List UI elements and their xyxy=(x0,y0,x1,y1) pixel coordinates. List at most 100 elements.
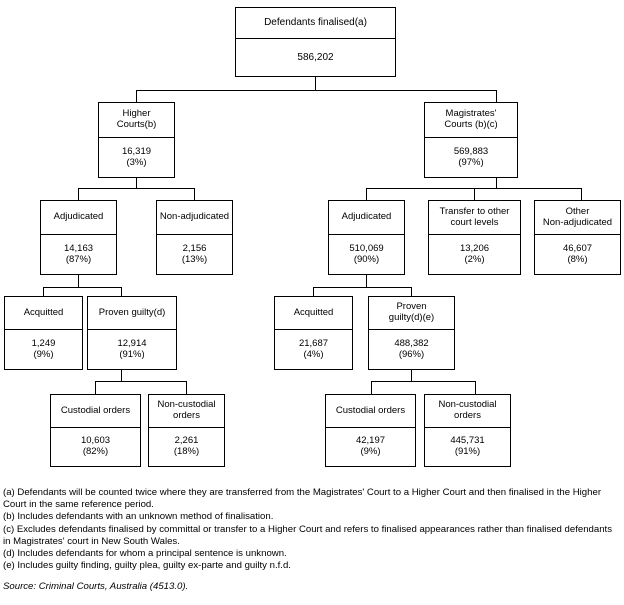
node-percent: (91%) xyxy=(454,446,481,457)
node-title: Proven guilty(d) xyxy=(88,297,176,330)
node-label-line1: Higher xyxy=(122,108,151,120)
node-label-line1: Proven xyxy=(396,301,427,313)
connector-root-down xyxy=(315,77,316,91)
node-percent: (13%) xyxy=(181,253,208,265)
node-value: 12,914 (91%) xyxy=(88,330,176,369)
node-percent: (2%) xyxy=(464,253,485,265)
connector-to-mc-custodial xyxy=(371,381,372,394)
connector-to-mc-other-non-adjudicated xyxy=(581,188,582,200)
footnote-d: (d) Includes defendants for whom a princ… xyxy=(3,547,287,559)
node-label-line2: Courts(b) xyxy=(116,119,157,130)
node-higher-courts: Higher Courts(b) 16,319 (3%) xyxy=(98,102,175,178)
node-mc-proven-guilty: Proven guilty(d)(e) 488,382 (96%) xyxy=(368,296,455,370)
node-count: 488,382 xyxy=(394,337,429,349)
node-title: Transfer to other court levels xyxy=(429,201,520,235)
connector-to-hc-custodial xyxy=(95,381,96,394)
node-value: 488,382 (96%) xyxy=(369,330,454,369)
node-title: Defendants finalised(a) xyxy=(236,8,395,39)
node-value: 13,206 (2%) xyxy=(429,235,520,274)
node-title: Custodial orders xyxy=(326,395,415,428)
node-hc-non-adjudicated: Non-adjudicated 2,156 (13%) xyxy=(156,200,233,275)
node-count: 14,163 xyxy=(63,242,94,254)
connector-higher-level3-bar xyxy=(78,188,195,189)
node-title: Proven guilty(d)(e) xyxy=(369,297,454,330)
node-mc-acquitted: Acquitted 21,687 (4%) xyxy=(274,296,353,370)
node-label: Acquitted xyxy=(293,306,334,318)
node-count: 21,687 xyxy=(298,337,329,349)
node-label: Proven guilty(d) xyxy=(98,306,166,318)
node-title: Other Non-adjudicated xyxy=(535,201,620,235)
node-percent: (9%) xyxy=(33,348,54,360)
connector-mc-level5-bar xyxy=(371,381,476,382)
node-label-line2: orders xyxy=(454,410,481,421)
node-count: 42,197 xyxy=(355,435,386,447)
node-mc-custodial-orders: Custodial orders 42,197 (9%) xyxy=(325,394,416,467)
node-label-line1: Magistrates' xyxy=(445,108,497,120)
node-label-line1: Non-custodial xyxy=(157,399,216,411)
node-count: 445,731 xyxy=(450,435,485,447)
connector-mc-proven-guilty-down xyxy=(411,370,412,382)
node-count: 510,069 xyxy=(349,242,384,254)
node-label: Adjudicated xyxy=(341,211,392,223)
node-mc-non-custodial-orders: Non-custodial orders 445,731 (91%) xyxy=(424,394,511,467)
source-note: Source: Criminal Courts, Australia (4513… xyxy=(3,581,189,592)
node-title: Non-custodial orders xyxy=(425,395,510,428)
node-value: 14,163 (87%) xyxy=(41,235,116,274)
node-count: 2,156 xyxy=(182,242,207,254)
node-count: 13,206 xyxy=(459,242,490,254)
connector-to-magistrates-courts xyxy=(496,90,497,102)
node-count: 16,319 xyxy=(121,145,152,157)
footnotes: (a) Defendants will be counted twice whe… xyxy=(3,487,621,572)
node-percent: (4%) xyxy=(303,348,324,360)
node-value: 1,249 (9%) xyxy=(5,330,82,369)
node-label-line1: Transfer to other xyxy=(439,205,510,217)
node-title: Non-custodial orders xyxy=(149,395,224,428)
node-percent: (82%) xyxy=(82,446,109,457)
node-value: 510,069 (90%) xyxy=(329,235,404,274)
node-title: Adjudicated xyxy=(41,201,116,235)
node-label-line2: guilty(d)(e) xyxy=(388,312,435,323)
node-percent: (8%) xyxy=(567,253,588,265)
connector-to-hc-non-adjudicated xyxy=(194,188,195,200)
node-percent: (97%) xyxy=(458,156,484,168)
connector-to-mc-acquitted xyxy=(313,287,314,296)
node-hc-acquitted: Acquitted 1,249 (9%) xyxy=(4,296,83,370)
node-label-line1: Other xyxy=(565,205,590,217)
connector-mc-adjudicated-down xyxy=(366,275,367,288)
node-title: Magistrates' Courts (b)(c) xyxy=(425,103,517,138)
connector-to-hc-adjudicated xyxy=(78,188,79,200)
connector-level2-bar xyxy=(136,90,497,91)
node-hc-custodial-orders: Custodial orders 10,603 (82%) xyxy=(50,394,141,467)
connector-hc-level4-bar xyxy=(43,287,122,288)
node-value: 42,197 (9%) xyxy=(326,428,415,466)
connector-magistrates-courts-down xyxy=(496,178,497,189)
node-count: 10,603 xyxy=(80,435,111,447)
node-title: Adjudicated xyxy=(329,201,404,235)
node-value: 569,883 (97%) xyxy=(425,138,517,177)
node-magistrates-courts: Magistrates' Courts (b)(c) 569,883 (97%) xyxy=(424,102,518,178)
node-hc-adjudicated: Adjudicated 14,163 (87%) xyxy=(40,200,117,275)
node-count: 12,914 xyxy=(117,337,147,349)
node-label-line1: Non-custodial xyxy=(438,399,497,411)
node-label: Custodial orders xyxy=(60,404,131,416)
connector-hc-proven-guilty-down xyxy=(121,370,122,382)
connector-to-hc-proven-guilty xyxy=(121,287,122,296)
connector-to-mc-adjudicated xyxy=(366,188,367,200)
node-percent: (96%) xyxy=(398,348,425,360)
node-count: 586,202 xyxy=(297,51,334,63)
node-value: 10,603 (82%) xyxy=(51,428,140,466)
node-value: 586,202 xyxy=(236,39,395,76)
footnote-a: (a) Defendants will be counted twice whe… xyxy=(3,487,602,511)
connector-to-hc-acquitted xyxy=(43,287,44,296)
node-label: Adjudicated xyxy=(53,211,104,223)
node-percent: (91%) xyxy=(119,348,145,360)
node-title: Higher Courts(b) xyxy=(99,103,174,138)
node-title: Acquitted xyxy=(275,297,352,330)
connector-to-higher-courts xyxy=(136,90,137,102)
node-mc-other-non-adjudicated: Other Non-adjudicated 46,607 (8%) xyxy=(534,200,621,275)
node-value: 46,607 (8%) xyxy=(535,235,620,274)
node-hc-proven-guilty: Proven guilty(d) 12,914 (91%) xyxy=(87,296,177,370)
node-percent: (87%) xyxy=(65,253,92,265)
node-label-line2: Courts (b)(c) xyxy=(444,119,498,130)
node-label: Defendants finalised(a) xyxy=(264,17,367,29)
